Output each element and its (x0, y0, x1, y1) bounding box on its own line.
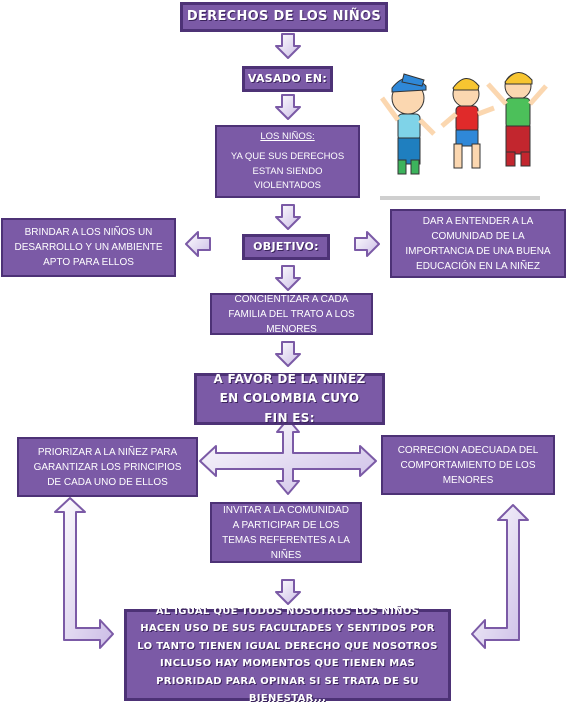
correcion-text: CORRECION ADECUADA DEL COMPORTAMIENTO DE… (397, 444, 539, 486)
arrow-right (354, 231, 380, 257)
title-box: DERECHOS DE LOS NIÑOS (180, 2, 388, 32)
arrow-bent-left (54, 497, 114, 649)
arrow-down-3 (275, 204, 301, 230)
ninos-label: LOS NIÑOS: (260, 131, 315, 142)
invitar-text: INVITAR A LA COMUNIDAD A PARTICIPAR DE L… (222, 504, 350, 561)
priorizar-text: PRIORIZAR A LA NIÑEZ PARA GARANTIZAR LOS… (33, 446, 182, 488)
conclusion-box: AL IGUAL QUE TODOS NOSOTROS LOS NIÑOS HA… (124, 606, 451, 704)
ninos-box: LOS NIÑOS: YA QUE SUS DERECHOS ESTAN SIE… (215, 125, 360, 198)
right-goal-box: DAR A ENTENDER A LA COMUNIDAD DE LA IMPO… (390, 209, 566, 278)
invitar-box: INVITAR A LA COMUNIDAD A PARTICIPAR DE L… (210, 502, 362, 563)
favor-text: A FAVOR DE LA NIÑEZ EN COLOMBIA CUYO FIN… (213, 372, 366, 425)
conclusion-text: AL IGUAL QUE TODOS NOSOTROS LOS NIÑOS HA… (137, 605, 438, 705)
ninos-text: YA QUE SUS DERECHOS ESTAN SIENDO VIOLENT… (230, 151, 345, 191)
concientizar-text: CONCIENTIZAR A CADA FAMILIA DEL TRATO A … (228, 293, 355, 335)
arrow-down-5 (275, 341, 301, 367)
concientizar-box: CONCIENTIZAR A CADA FAMILIA DEL TRATO A … (210, 293, 373, 335)
diagram-title: DERECHOS DE LOS NIÑOS (186, 9, 382, 25)
arrow-left (185, 231, 211, 257)
priorizar-box: PRIORIZAR A LA NIÑEZ PARA GARANTIZAR LOS… (17, 437, 198, 497)
vasado-box: VASADO EN: (242, 66, 333, 92)
arrow-down-4 (275, 265, 301, 291)
arrow-bent-right (471, 504, 529, 649)
objetivo-label: OBJETIVO: (253, 239, 319, 253)
arrow-down-1 (275, 33, 301, 59)
arrow-cross (199, 418, 377, 495)
image-caption-strip (380, 196, 540, 200)
vasado-label: VASADO EN: (247, 71, 328, 85)
objetivo-box: OBJETIVO: (242, 234, 330, 260)
right-goal-text: DAR A ENTENDER A LA COMUNIDAD DE LA IMPO… (405, 215, 551, 272)
children-illustration (379, 72, 548, 175)
arrow-down-6 (275, 579, 301, 605)
correcion-box: CORRECION ADECUADA DEL COMPORTAMIENTO DE… (381, 435, 555, 495)
arrow-down-2 (275, 94, 301, 120)
left-goal-text: BRINDAR A LOS NIÑOS UN DESARROLLO Y UN A… (14, 227, 163, 268)
favor-box: A FAVOR DE LA NIÑEZ EN COLOMBIA CUYO FIN… (194, 372, 385, 425)
left-goal-box: BRINDAR A LOS NIÑOS UN DESARROLLO Y UN A… (1, 218, 176, 277)
